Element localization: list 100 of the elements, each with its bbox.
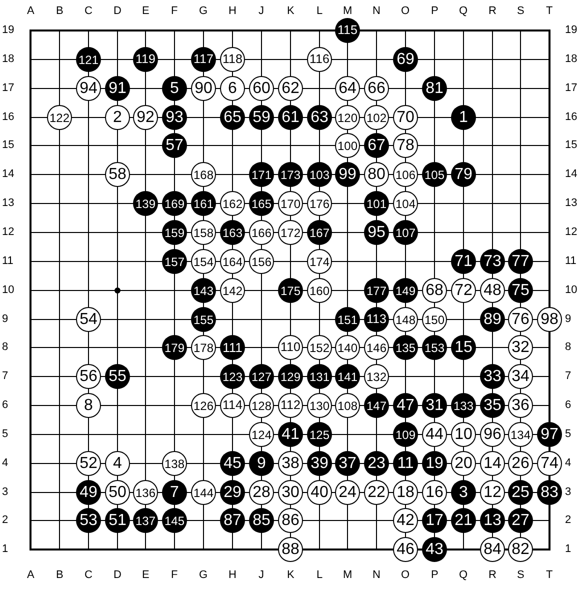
row-label: 17 (565, 82, 578, 95)
go-stone (105, 364, 130, 389)
go-stone (220, 76, 245, 101)
go-stone (335, 393, 360, 418)
move-number: 12 (484, 484, 502, 500)
go-stone (537, 422, 562, 447)
move-number: 137 (135, 514, 156, 526)
go-stone (364, 393, 389, 418)
move-number: 52 (80, 456, 98, 472)
column-label: O (401, 5, 410, 18)
column-label: J (258, 569, 264, 582)
go-stone (451, 162, 476, 187)
move-number: 111 (222, 341, 242, 354)
move-number: 72 (454, 282, 472, 298)
column-label: Q (459, 569, 468, 582)
go-stone (249, 220, 274, 245)
move-number: 32 (512, 340, 530, 356)
move-number: 127 (251, 370, 272, 382)
move-number: 156 (251, 256, 272, 268)
go-stone (307, 162, 332, 187)
go-stone (191, 249, 216, 274)
column-label: A (27, 5, 34, 18)
go-stone (105, 162, 130, 187)
column-label: F (171, 569, 178, 582)
row-label: 6 (2, 399, 8, 412)
move-number: 28 (252, 484, 270, 500)
go-stone (162, 451, 187, 476)
row-label: 13 (2, 197, 14, 210)
move-number: 164 (222, 256, 243, 268)
go-stone (220, 508, 245, 533)
go-stone (508, 335, 533, 360)
move-number: 25 (512, 484, 530, 500)
move-number: 123 (222, 370, 243, 382)
go-stone (162, 508, 187, 533)
move-number: 154 (193, 256, 214, 268)
move-number: 126 (193, 400, 214, 412)
go-stone (508, 307, 533, 332)
go-stone (220, 451, 245, 476)
go-stone (422, 162, 447, 187)
row-label: 14 (2, 168, 14, 181)
go-stone (133, 47, 158, 72)
move-number: 117 (194, 53, 214, 66)
move-number: 20 (454, 456, 472, 472)
go-stone (393, 220, 418, 245)
go-stone (105, 480, 130, 505)
go-stone (422, 451, 447, 476)
go-stone (220, 480, 245, 505)
move-number: 169 (164, 198, 185, 210)
go-stone (422, 508, 447, 533)
move-number: 27 (512, 512, 530, 528)
go-stone (307, 47, 332, 72)
go-stone (220, 47, 245, 72)
move-number: 55 (108, 368, 126, 384)
move-number: 176 (309, 198, 330, 210)
go-stone (220, 335, 245, 360)
move-number: 146 (366, 342, 387, 354)
go-stone (480, 364, 505, 389)
move-number: 109 (395, 428, 416, 440)
move-number: 73 (484, 254, 502, 270)
move-number: 81 (426, 80, 444, 96)
column-label: H (228, 5, 236, 18)
row-label: 5 (565, 428, 572, 441)
column-label: G (199, 569, 208, 582)
column-label: P (431, 5, 438, 18)
move-number: 31 (426, 398, 444, 414)
go-stone (278, 393, 303, 418)
move-number: 74 (540, 456, 558, 472)
go-stone (508, 451, 533, 476)
move-number: 18 (396, 484, 414, 500)
move-number: 53 (80, 512, 98, 528)
move-number: 125 (309, 428, 330, 440)
move-number: 165 (251, 198, 272, 210)
move-number: 56 (80, 368, 98, 384)
go-stone (307, 335, 332, 360)
move-number: 80 (368, 166, 386, 182)
column-label: C (84, 569, 92, 582)
go-stone (480, 537, 505, 562)
move-number: 43 (426, 542, 444, 558)
move-number: 147 (366, 400, 387, 412)
go-stone (393, 451, 418, 476)
go-stone (249, 508, 274, 533)
move-number: 9 (257, 456, 266, 472)
go-stone (133, 105, 158, 130)
row-label: 16 (565, 111, 578, 124)
go-stone (278, 220, 303, 245)
go-stone (364, 76, 389, 101)
go-stone (76, 393, 101, 418)
go-stone (76, 480, 101, 505)
go-stone (162, 105, 187, 130)
move-number: 158 (193, 226, 214, 238)
go-stone (191, 278, 216, 303)
go-stone (335, 162, 360, 187)
go-stone (335, 480, 360, 505)
go-stone (508, 422, 533, 447)
row-label: 8 (565, 341, 572, 354)
move-number: 163 (222, 226, 243, 238)
go-stone (537, 307, 562, 332)
row-label: 13 (565, 197, 578, 210)
move-number: 39 (310, 456, 328, 472)
move-number: 161 (193, 198, 214, 210)
